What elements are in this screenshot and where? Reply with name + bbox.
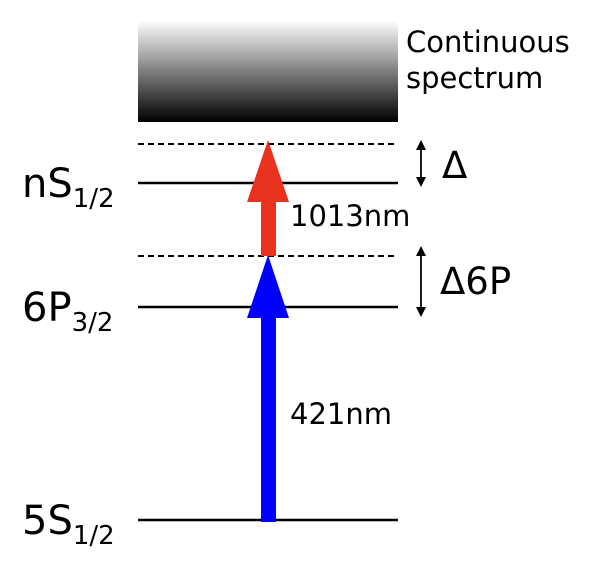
transition-arrow-1013nm xyxy=(247,140,289,256)
continuum-label-line2: spectrum xyxy=(406,61,543,95)
detuning-arrow-6p xyxy=(416,246,426,317)
transition-label-421nm: 421nm xyxy=(290,397,392,431)
level-label-6p: 6P3/2 xyxy=(22,285,113,338)
detuning-label-6p: Δ6P xyxy=(440,260,511,303)
detuning-arrow-upper xyxy=(416,140,426,187)
transition-arrow-421nm xyxy=(247,255,289,522)
continuum-label-line1: Continuous xyxy=(406,25,570,59)
transition-label-1013nm: 1013nm xyxy=(290,199,410,233)
level-label-5s: 5S1/2 xyxy=(22,498,115,551)
continuum-band xyxy=(138,20,398,122)
detuning-label-upper: Δ xyxy=(442,144,467,187)
level-label-ns: nS1/2 xyxy=(22,161,115,214)
